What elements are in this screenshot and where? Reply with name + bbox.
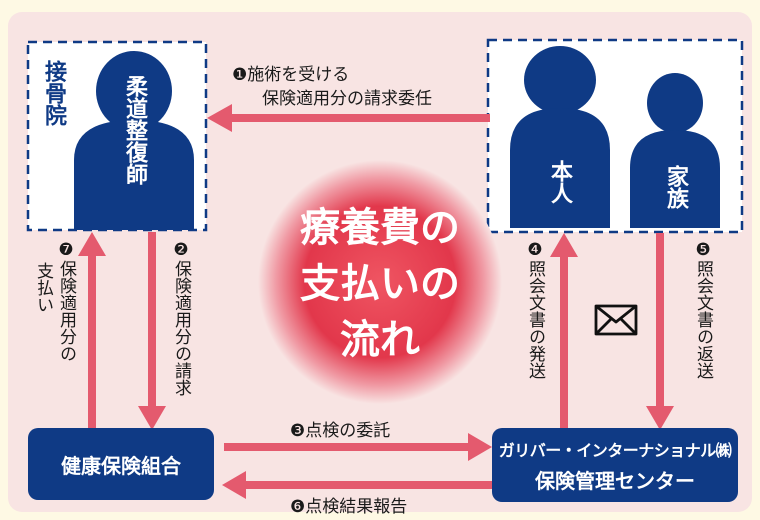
step4-label: ❹照会文書の発送 (525, 240, 546, 379)
step7-number: ❼ (56, 240, 77, 260)
arrow-step5 (646, 233, 674, 430)
manager-node: ガリバー・インターナショナル㈱ 保険管理センター (492, 428, 738, 502)
family-label: 家族 (663, 165, 688, 209)
clinic-label: 接骨院 (41, 60, 66, 126)
family-figure (630, 73, 720, 228)
arrow-step1 (207, 104, 490, 132)
center-title-line2: 支払いの (300, 261, 460, 307)
arrow-step2 (138, 232, 166, 430)
step7-label-col1: ❼保険適用分の (56, 240, 77, 362)
center-title-line1: 療養費の (300, 205, 460, 251)
step1-number: ❶ (232, 65, 248, 85)
step5-number: ❺ (693, 240, 714, 260)
arrow-step7 (78, 232, 106, 432)
arrow-step3 (224, 433, 492, 461)
self-label: 本人 (547, 160, 572, 204)
step3-number: ❸ (290, 421, 306, 441)
step6-label: ❻点検結果報告 (290, 497, 408, 517)
step4-number: ❹ (525, 240, 546, 260)
center-circle (258, 160, 502, 404)
envelope-icon (594, 304, 638, 336)
insurer-node: 健康保険組合 (28, 428, 214, 500)
step1-label-line1: ❶施術を受ける (232, 65, 350, 85)
step5-label: ❺照会文書の返送 (693, 240, 714, 379)
step1-label-line2: 保険適用分の請求委任 (262, 89, 432, 109)
practitioner-figure (74, 51, 194, 230)
manager-label-line1: ガリバー・インターナショナル㈱ (498, 440, 732, 460)
center-title-line3: 流れ (340, 317, 420, 363)
practitioner-label: 柔道整復師 (122, 75, 147, 185)
insurer-label: 健康保険組合 (61, 453, 181, 478)
arrow-step6 (222, 471, 492, 499)
center-title: 療養費の 支払いの 流れ (258, 200, 502, 368)
step2-number: ❷ (171, 240, 192, 260)
step2-label: ❷保険適用分の請求 (171, 240, 192, 396)
step7-label-col2: 支払い (33, 262, 54, 313)
step6-number: ❻ (290, 497, 306, 517)
manager-label-line2: 保険管理センター (535, 468, 695, 493)
self-figure (510, 46, 610, 228)
step3-label: ❸点検の委託 (290, 421, 391, 441)
arrow-step4 (550, 233, 578, 430)
